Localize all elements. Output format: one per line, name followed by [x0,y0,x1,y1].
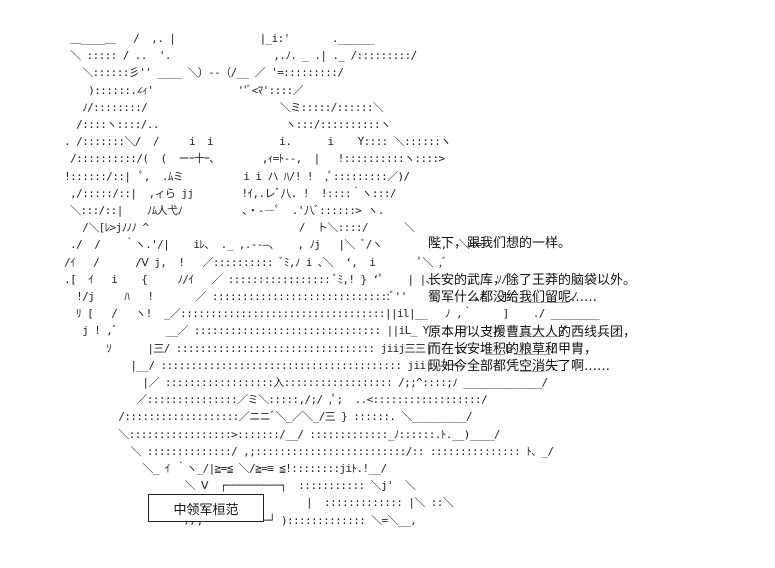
dialogue-line-3: 原本用以支援曹真大人的西线兵团， 而在长安堆积的粮草和甲胄， 现如今全部都凭空消… [428,324,636,375]
dialogue-line-2: 长安的武库，除了王莽的脑袋以外。 蜀军什么都没给我们留呢…… [428,272,636,306]
dialogue-text: 原本用以支援曹真大人的西线兵团， 而在长安堆积的粮草和甲胄， 现如今全部都凭空消… [428,325,637,374]
nameplate-label: 中领军桓范 [173,502,239,518]
ascii-art-figure: ＿____＿ / ,. | |_i:' .______ ＼ ::::: / ..… [64,32,599,527]
dialogue-text: 长安的武库，除了王莽的脑袋以外。 蜀军什么都没给我们留呢…… [428,273,637,305]
dialogue-text: 陛下，跟我们想的一样。 [428,236,572,251]
dialogue-line-1: 陛下，跟我们想的一样。 [428,235,571,252]
nameplate: 中领军桓范 [148,494,264,522]
